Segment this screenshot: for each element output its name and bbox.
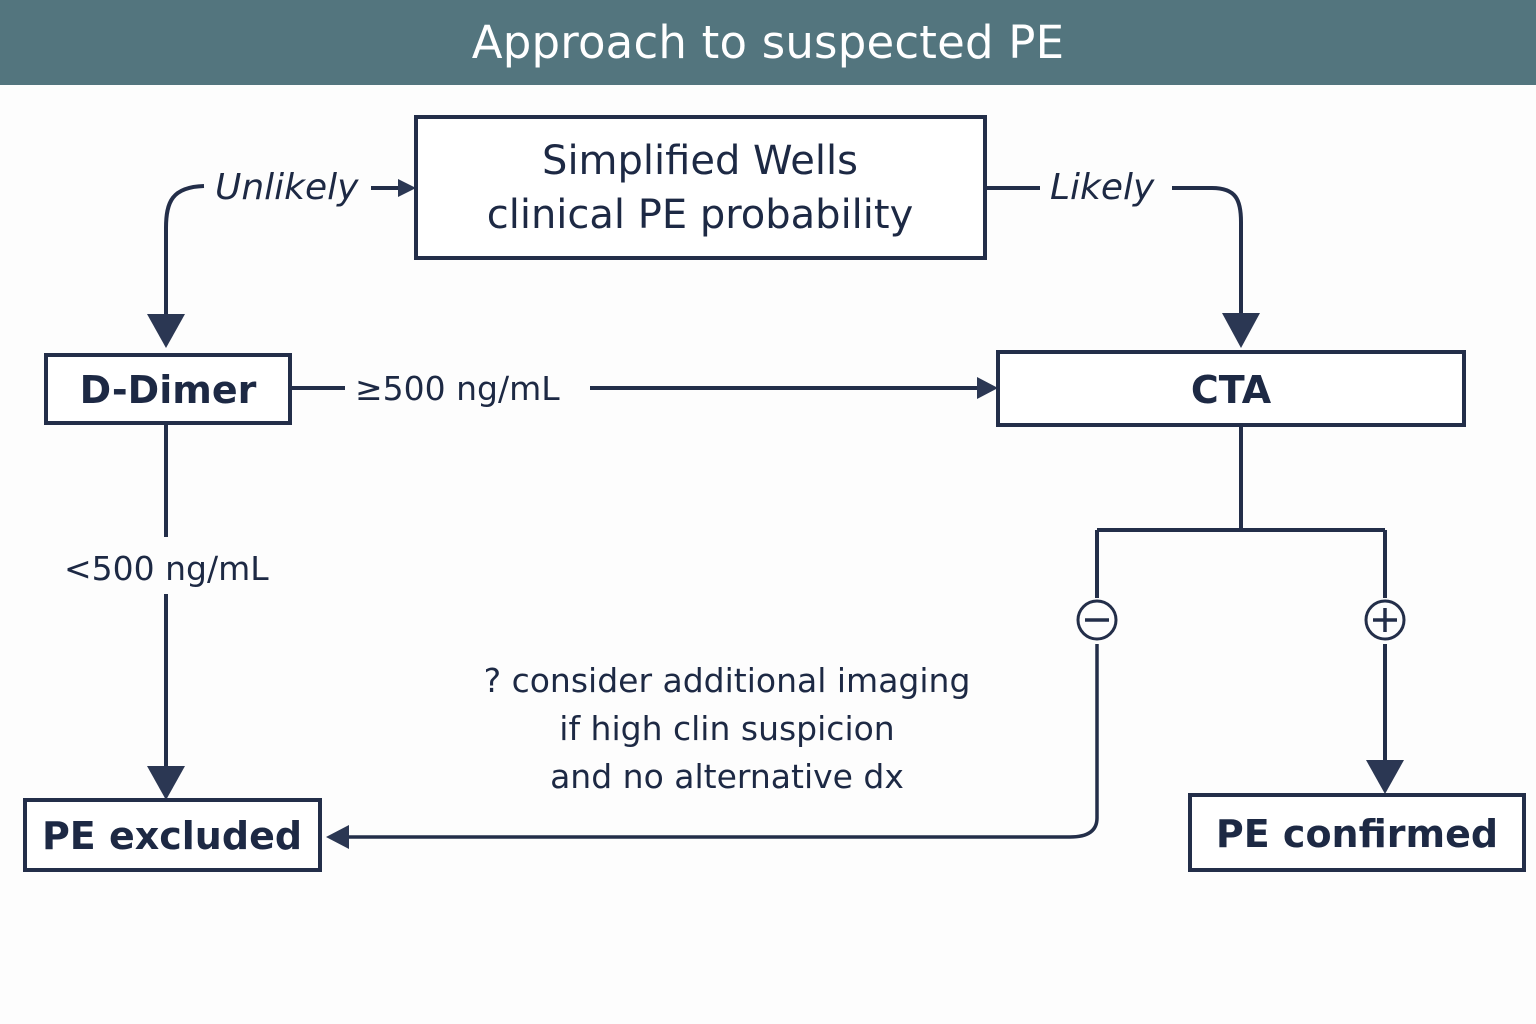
edge-unlikely-path <box>164 184 205 318</box>
node-pe-excluded-label: PE excluded <box>42 814 302 858</box>
node-cta-label: CTA <box>1191 368 1272 412</box>
edge-cta-positive-to-pe-confirmed <box>1366 644 1404 794</box>
node-ddimer-rect[interactable] <box>44 353 292 425</box>
page-title: Approach to suspected PE <box>471 16 1065 69</box>
note-line-1: ? consider additional imaging <box>484 661 971 700</box>
node-wells-line2: clinical PE probability <box>487 192 914 238</box>
note-additional-imaging: ? consider additional imaging if high cl… <box>484 661 971 796</box>
note-line-2: if high clin suspicion <box>559 709 894 748</box>
edge-label-ddimer-low: <500 ng/mL <box>64 549 269 588</box>
arrowhead-into-cta <box>1222 313 1260 348</box>
node-pe-confirmed-rect[interactable] <box>1188 793 1526 872</box>
edge-label-likely: Likely <box>1050 167 1155 208</box>
node-pe-excluded[interactable]: PE excluded <box>23 798 322 872</box>
node-pe-confirmed-label: PE confirmed <box>1216 812 1498 856</box>
node-ddimer[interactable]: D-Dimer <box>44 353 292 425</box>
edge-cta-negative-to-pe-excluded <box>326 644 1099 849</box>
edge-ddimer-to-pe-excluded <box>147 423 185 800</box>
edge-likely-path <box>1172 186 1243 315</box>
node-cta-rect[interactable] <box>996 350 1466 427</box>
arrowhead-into-wells <box>398 179 416 197</box>
node-wells[interactable]: Simplified Wells clinical PE probability <box>414 115 987 260</box>
node-pe-excluded-rect[interactable] <box>23 798 322 872</box>
edge-label-unlikely: Unlikely <box>215 167 359 208</box>
edge-cta-split <box>1095 425 1387 598</box>
arrowhead-pe-excluded-right <box>326 825 349 849</box>
cta-positive-symbol <box>1364 599 1406 641</box>
edge-wells-to-ddimer <box>147 179 416 348</box>
edge-label-ddimer-high: ≥500 ng/mL <box>355 369 560 408</box>
edge-negative-path <box>340 644 1099 839</box>
node-wells-line1: Simplified Wells <box>542 138 858 184</box>
header-bar: Approach to suspected PE <box>0 0 1536 85</box>
node-ddimer-label: D-Dimer <box>80 368 257 412</box>
arrowhead-cta-left <box>977 377 998 399</box>
edge-ddimer-to-cta <box>290 377 998 399</box>
arrowhead-into-pe-confirmed <box>1366 760 1404 794</box>
node-cta[interactable]: CTA <box>996 350 1466 427</box>
cta-negative-symbol <box>1076 599 1118 641</box>
node-pe-confirmed[interactable]: PE confirmed <box>1188 793 1526 872</box>
arrowhead-into-ddimer <box>147 314 185 348</box>
edge-wells-to-cta <box>985 186 1260 348</box>
node-wells-rect[interactable] <box>414 115 987 260</box>
arrowhead-into-pe-excluded <box>147 766 185 800</box>
note-line-3: and no alternative dx <box>550 757 904 796</box>
